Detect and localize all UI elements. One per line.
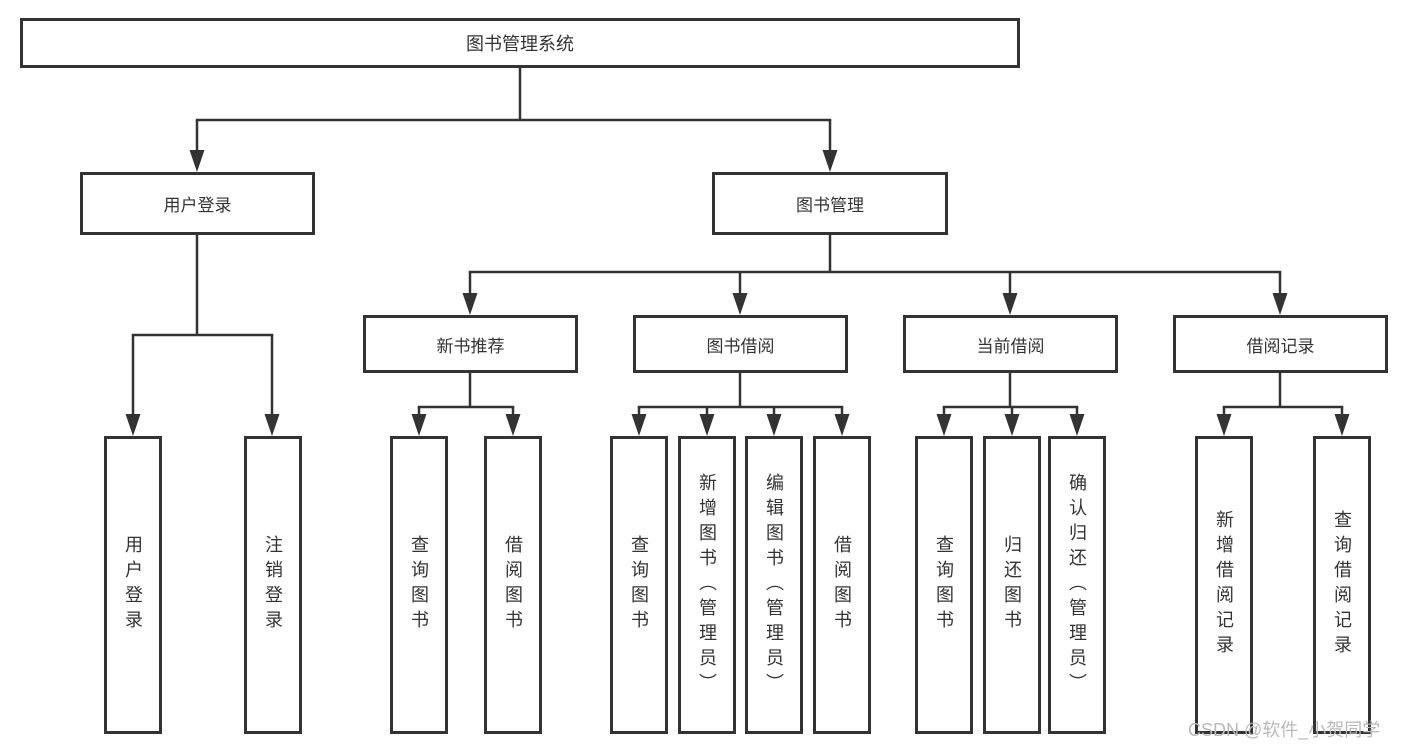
node-label: 编辑图书（管理员） [764, 472, 784, 698]
arrow-down-icon [1004, 414, 1020, 436]
node-label: 查询借阅记录 [1332, 510, 1352, 660]
node-label: 图书借阅 [706, 336, 775, 356]
arrow-down-icon [505, 414, 521, 436]
connector-bookmgmt-to-level3 [462, 235, 1288, 315]
arrow-down-icon [834, 414, 850, 436]
node-label: 图书管理 [796, 196, 864, 215]
node-label: 查询图书 [629, 535, 649, 635]
node-label: 查询图书 [934, 535, 954, 635]
node-leaf-query-books-2: 查询图书 [610, 436, 668, 734]
node-label: 借阅图书 [503, 535, 523, 635]
node-leaf-add-borrow-record: 新增借阅记录 [1195, 436, 1253, 734]
node-label: 新书推荐 [436, 336, 505, 356]
node-leaf-return-books: 归还图书 [983, 436, 1041, 734]
node-label: 归还图书 [1002, 535, 1022, 635]
arrow-down-icon [631, 414, 647, 436]
connector-bookborrow-to-leaves [631, 373, 850, 436]
arrow-down-icon [462, 293, 478, 315]
node-leaf-borrow-books-1: 借阅图书 [484, 436, 542, 734]
arrow-down-icon [264, 414, 280, 436]
connector-currentborrow-to-leaves [936, 373, 1085, 436]
arrow-down-icon [189, 150, 205, 172]
node-label: 查询图书 [409, 535, 429, 635]
node-label: 借阅图书 [832, 535, 852, 635]
node-label: 图书管理系统 [466, 34, 574, 54]
node-label: 新增借阅记录 [1214, 510, 1234, 660]
node-leaf-edit-books-admin: 编辑图书（管理员） [745, 436, 803, 734]
arrow-down-icon [699, 414, 715, 436]
node-label: 用户登录 [163, 196, 232, 215]
node-leaf-borrow-books-2: 借阅图书 [813, 436, 871, 734]
node-label: 注销登录 [263, 535, 283, 635]
arrow-down-icon [1272, 293, 1288, 315]
node-label: 当前借阅 [976, 336, 1045, 356]
connector-root-to-level2 [189, 68, 838, 172]
connector-borrowrecord-to-leaves [1216, 373, 1350, 436]
node-label: 借阅记录 [1246, 336, 1315, 356]
node-borrowing-records: 借阅记录 [1173, 315, 1388, 373]
csdn-watermark: CSDN @软件_小贺同学 [1188, 720, 1381, 740]
arrow-down-icon [936, 414, 952, 436]
node-leaf-user-login: 用户登录 [104, 436, 162, 734]
node-leaf-confirm-return-admin: 确认归还（管理员） [1048, 436, 1106, 734]
arrow-down-icon [1002, 293, 1018, 315]
node-new-book-recommendation: 新书推荐 [363, 315, 578, 373]
arrow-down-icon [125, 414, 141, 436]
arrow-down-icon [1216, 414, 1232, 436]
node-label: 新增图书（管理员） [697, 472, 717, 698]
node-book-management: 图书管理 [712, 172, 948, 235]
node-label: 确认归还（管理员） [1067, 472, 1087, 698]
node-leaf-query-borrow-record: 查询借阅记录 [1313, 436, 1371, 734]
node-current-borrowing: 当前借阅 [903, 315, 1118, 373]
arrow-down-icon [1334, 414, 1350, 436]
arrow-down-icon [822, 150, 838, 172]
node-leaf-query-books-1: 查询图书 [390, 436, 448, 734]
arrow-down-icon [732, 293, 748, 315]
node-label: 用户登录 [123, 535, 143, 635]
arrow-down-icon [411, 414, 427, 436]
node-library-management-system: 图书管理系统 [20, 18, 1020, 68]
node-user-login: 用户登录 [80, 172, 315, 235]
node-leaf-query-books-3: 查询图书 [915, 436, 973, 734]
node-leaf-add-books-admin: 新增图书（管理员） [678, 436, 736, 734]
arrow-down-icon [1069, 414, 1085, 436]
node-leaf-logout: 注销登录 [244, 436, 302, 734]
node-book-borrowing: 图书借阅 [633, 315, 848, 373]
connector-userlogin-to-leaves [125, 235, 280, 436]
arrow-down-icon [766, 414, 782, 436]
connector-newbook-to-leaves [411, 373, 521, 436]
